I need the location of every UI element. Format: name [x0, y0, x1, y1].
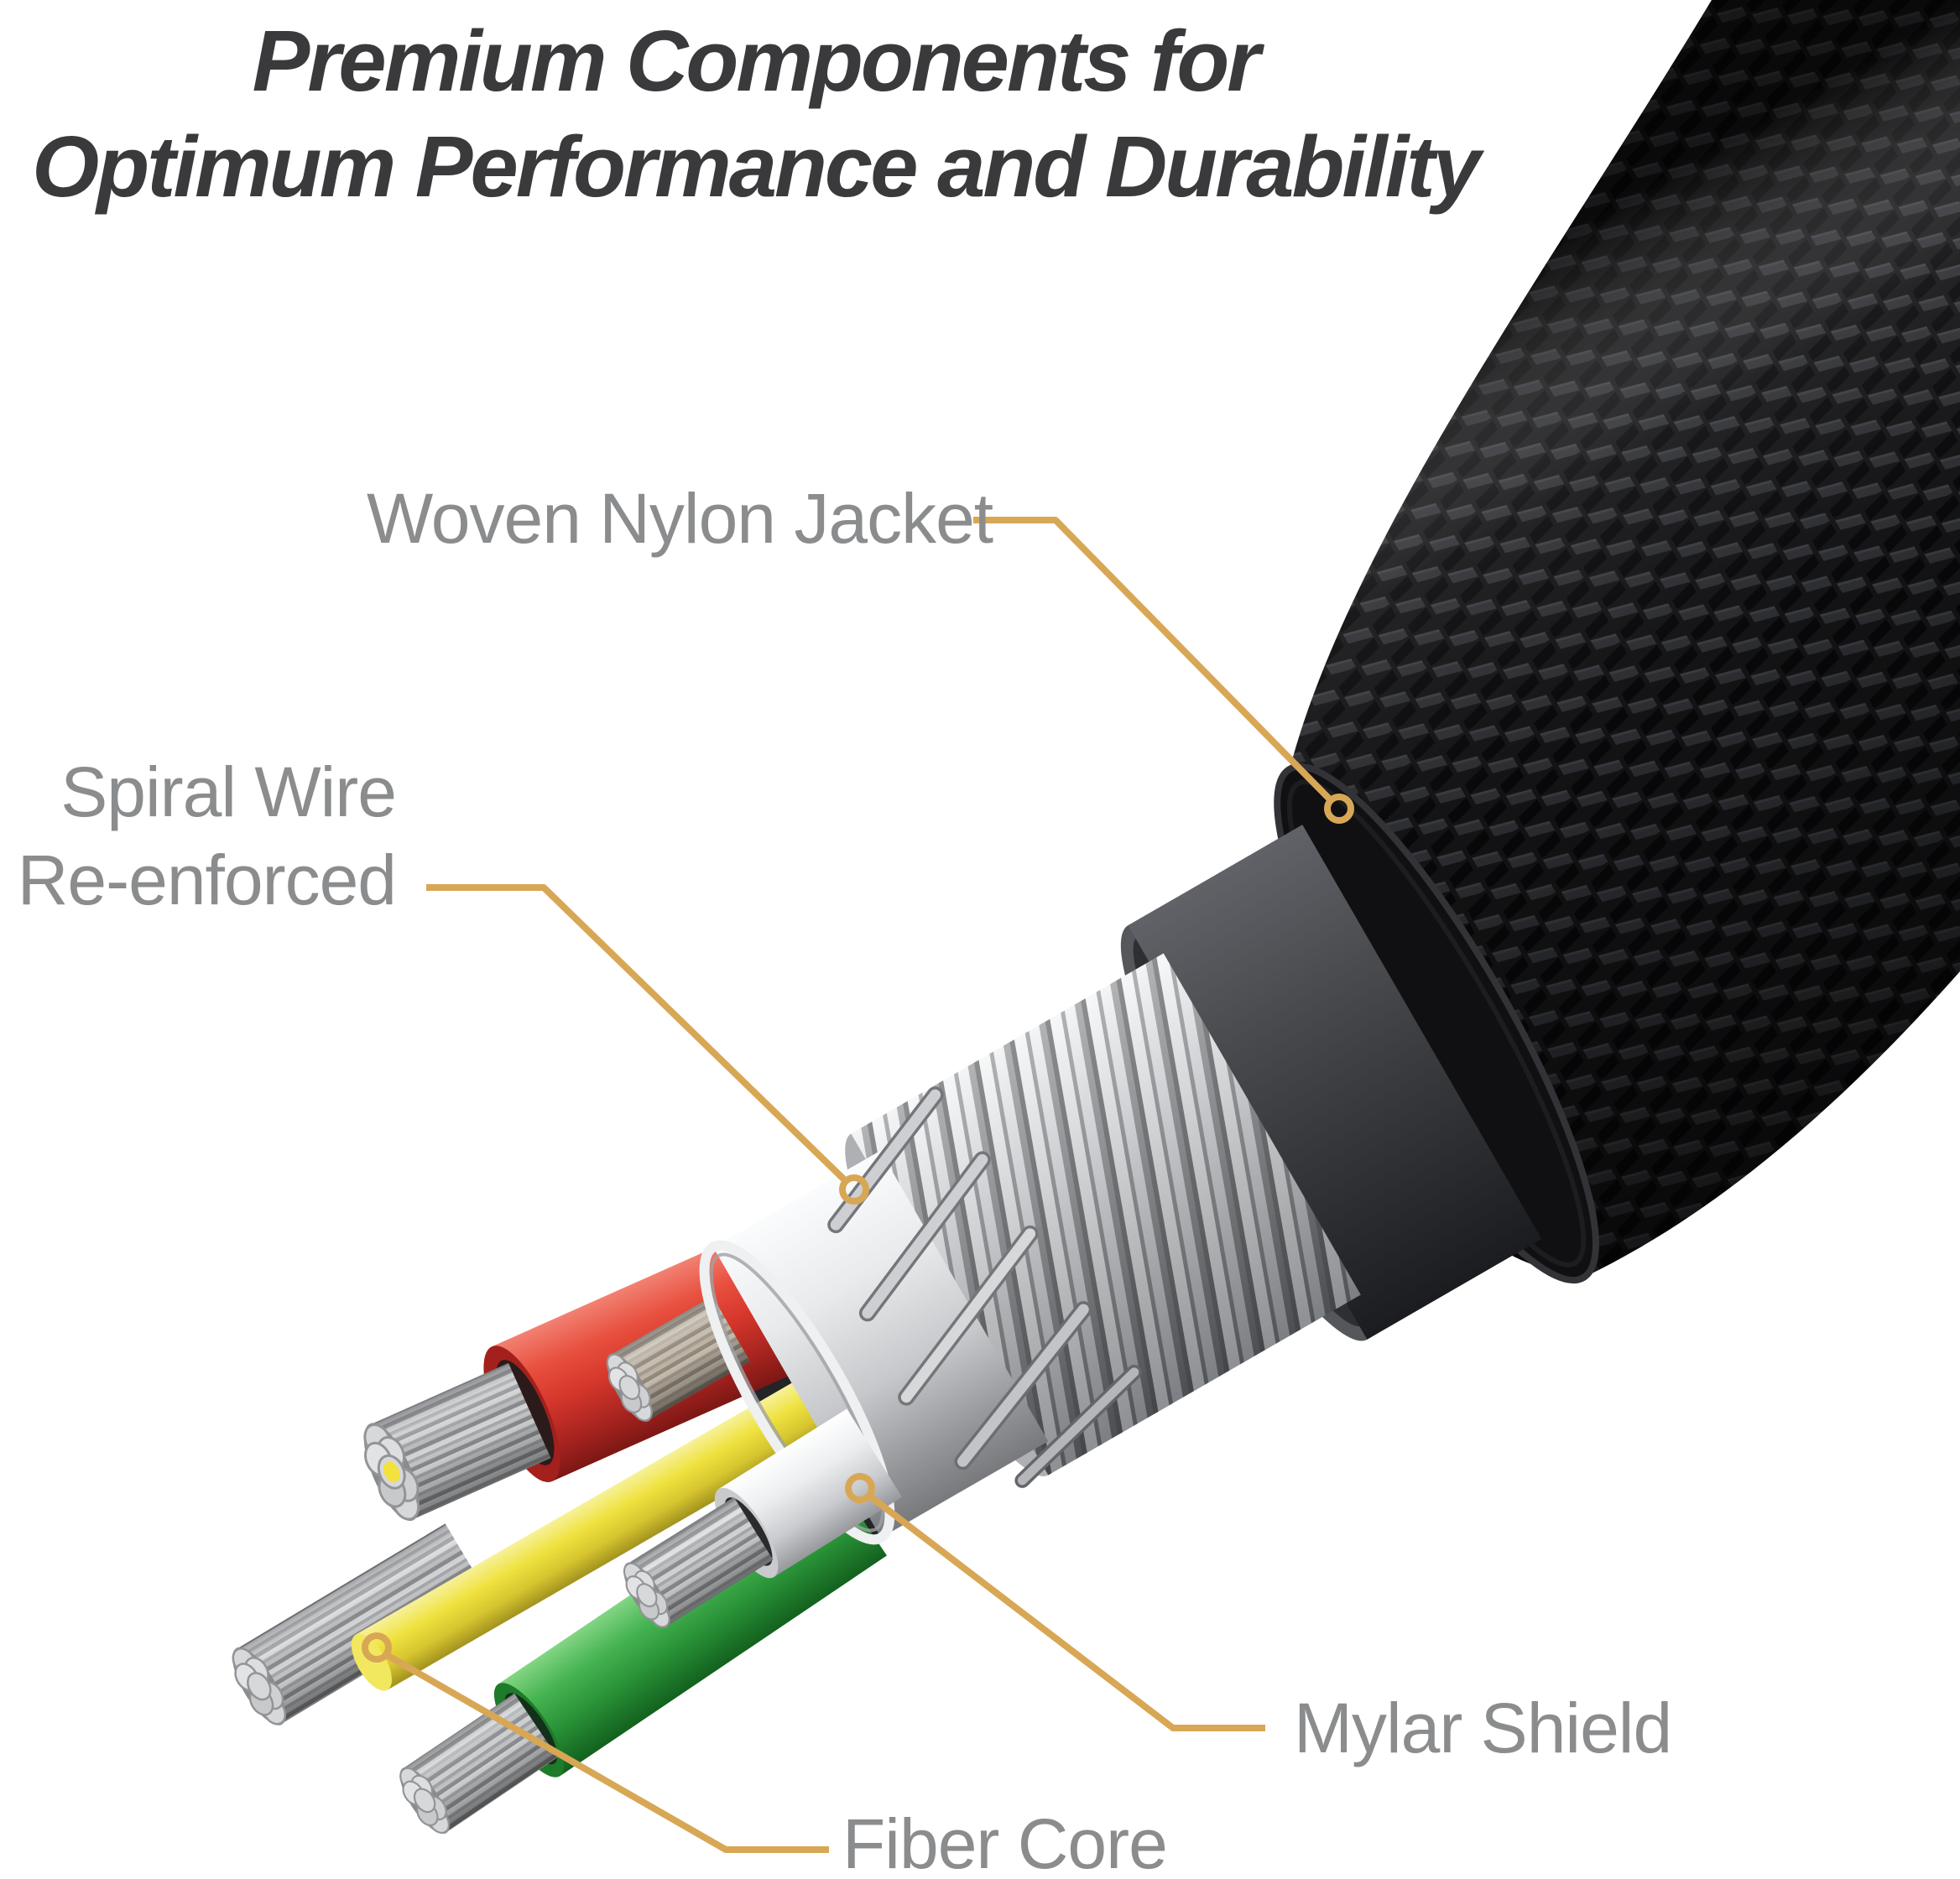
- label-fiber-core: Fiber Core: [842, 1804, 1168, 1879]
- label-mylar-shield: Mylar Shield: [1294, 1689, 1672, 1767]
- title-line-2: Optimum Performance and Durability: [32, 117, 1481, 215]
- spiral-wire-marker: [839, 1174, 869, 1205]
- title-line-1: Premium Components for: [252, 13, 1261, 109]
- woven-jacket-callout-line: [973, 517, 1354, 824]
- label-spiral-line-2: Re-enforced: [17, 841, 397, 919]
- woven-jacket-marker: [1324, 794, 1354, 824]
- bare-strand-bundle: [221, 1523, 491, 1734]
- mylar-shield: [699, 1150, 1049, 1545]
- mylar-shield-callout-line: [845, 1473, 1265, 1731]
- label-spiral-line-1: Spiral Wire: [60, 752, 397, 831]
- label-woven-nylon-jacket: Woven Nylon Jacket: [367, 479, 993, 558]
- white-wire: [614, 1408, 903, 1636]
- cable-cross-section: [221, 763, 1599, 1842]
- label-spiral-wire-reenforced: Spiral Wire Re-enforced: [17, 748, 397, 924]
- fiber-core-marker: [362, 1632, 392, 1663]
- spiral-wire-callout-line: [426, 884, 869, 1205]
- mylar-shield-marker: [845, 1473, 875, 1503]
- fiber-core-rod: [351, 1349, 882, 1691]
- fiber-core-callout-line: [362, 1632, 829, 1853]
- fiber-core-center-strand: [383, 1461, 400, 1483]
- page-title: Premium Components for Optimum Performan…: [0, 8, 1510, 219]
